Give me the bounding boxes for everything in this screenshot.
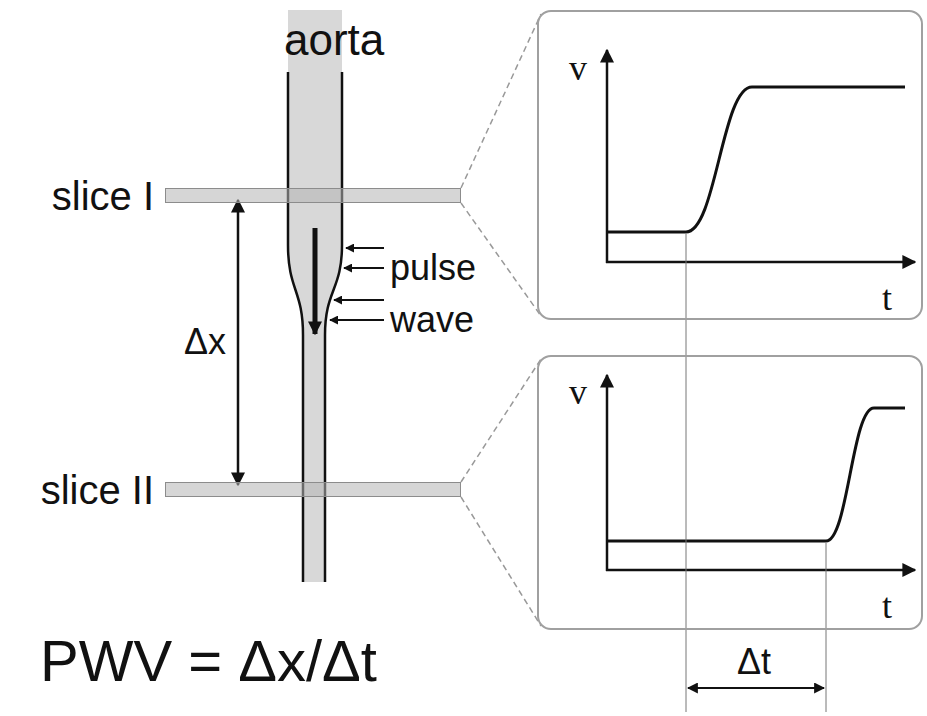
flow-arrow — [313, 228, 318, 334]
pulse-arrow — [330, 319, 384, 321]
velocity-curve — [607, 408, 905, 541]
guide-line — [826, 543, 827, 712]
axis-label: v — [569, 50, 587, 86]
axis-label: t — [882, 588, 892, 624]
leader-dashed-line — [461, 359, 541, 626]
formula: PWV = Δx/Δt — [40, 632, 377, 690]
t-axis — [606, 569, 915, 572]
part-label: aorta — [284, 18, 384, 62]
pulse-arrow — [334, 299, 384, 301]
dimension-label: Δx — [184, 324, 226, 360]
guide-line — [686, 234, 687, 712]
dimension-arrow — [688, 687, 824, 689]
axis-label: v — [569, 374, 587, 410]
dimension-label: Δt — [737, 644, 771, 680]
annotation: wave — [390, 302, 474, 338]
aorta-wall — [288, 72, 303, 582]
slice-label: slice I — [52, 176, 154, 216]
slice-band: slice I — [165, 188, 461, 203]
axis-label: t — [882, 280, 892, 316]
slice-label: slice II — [41, 470, 154, 510]
pulse-arrow — [346, 247, 384, 249]
t-axis — [606, 261, 915, 264]
graph-panel: vt — [537, 10, 923, 320]
aorta-wall — [325, 72, 342, 582]
velocity-curve — [607, 87, 905, 232]
slice-band: slice II — [165, 482, 461, 497]
dimension-arrow — [237, 200, 240, 485]
graph-panel: vt — [537, 355, 923, 630]
annotation: pulse — [390, 250, 476, 286]
pulse-arrow — [344, 267, 384, 269]
